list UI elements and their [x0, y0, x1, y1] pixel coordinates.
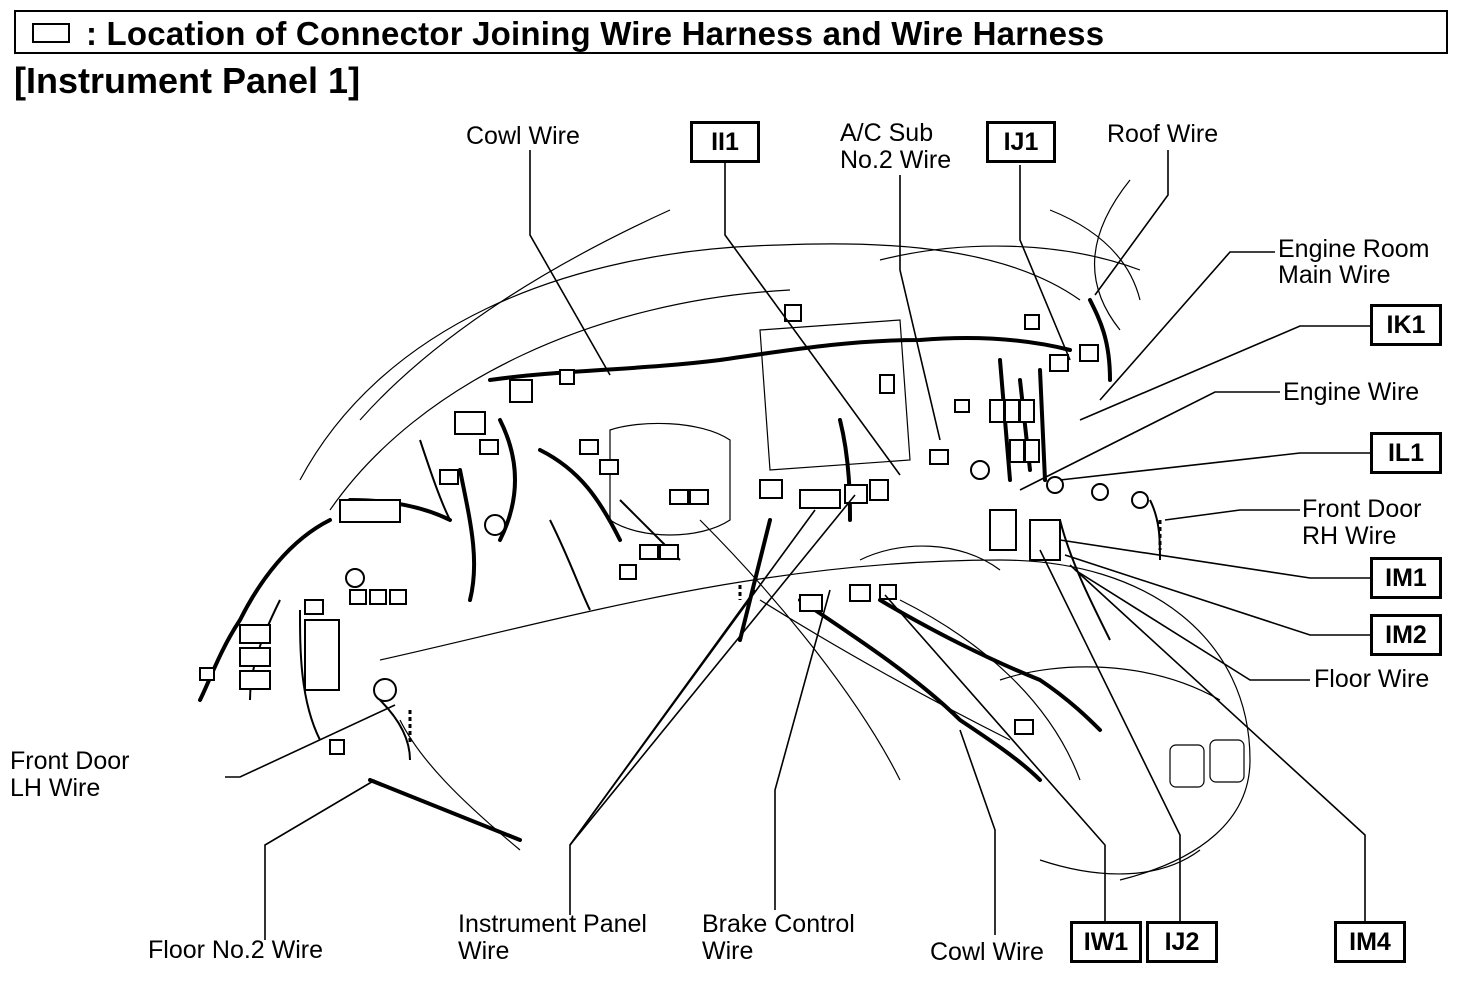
label-engine-room-line1: Engine Room: [1278, 235, 1430, 263]
label-floor-no2-wire: Floor No.2 Wire: [148, 936, 324, 964]
wire-harness-bundles: [198, 298, 1112, 842]
label-engine-room-line2: Main Wire: [1278, 261, 1391, 289]
code-im1: IM1: [1370, 557, 1442, 599]
title-box: : Location of Connector Joining Wire Har…: [14, 10, 1448, 54]
label-front-door-rh-line1: Front Door: [1302, 495, 1422, 523]
label-engine-wire: Engine Wire: [1283, 378, 1420, 406]
label-cowl-wire-bottom: Cowl Wire: [930, 938, 1044, 966]
label-ac-sub-line1: A/C Sub: [840, 119, 934, 147]
page-subtitle: [Instrument Panel 1]: [14, 60, 361, 101]
label-floor-wire: Floor Wire: [1314, 665, 1430, 693]
label-brake-control-line1: Brake Control: [702, 910, 855, 938]
code-il1: IL1: [1370, 432, 1442, 474]
wire-ends: [408, 520, 1162, 745]
label-roof-wire: Roof Wire: [1107, 120, 1219, 148]
label-cowl-wire-top: Cowl Wire: [466, 122, 580, 150]
connector-symbol-icon: [32, 23, 70, 43]
grommets: [345, 460, 1149, 702]
code-ij1: IJ1: [986, 121, 1056, 163]
label-instrument-panel-line2: Wire: [458, 937, 510, 965]
dashboard-outline: [299, 179, 1251, 881]
connector-blocks: [199, 304, 1099, 755]
leader-lines: [225, 150, 1370, 940]
code-ik1: IK1: [1370, 304, 1442, 346]
label-brake-control-line2: Wire: [702, 937, 754, 965]
label-instrument-panel-line1: Instrument Panel: [458, 910, 647, 938]
label-front-door-lh-line1: Front Door: [10, 747, 130, 775]
page-title: : Location of Connector Joining Wire Har…: [86, 15, 1105, 52]
code-im2: IM2: [1370, 614, 1442, 656]
label-ac-sub-line2: No.2 Wire: [840, 146, 952, 174]
code-ii1: II1: [690, 121, 760, 163]
code-ij2: IJ2: [1146, 921, 1218, 963]
code-iw1: IW1: [1070, 921, 1142, 963]
label-front-door-lh-line2: LH Wire: [10, 774, 101, 802]
code-im4: IM4: [1334, 921, 1406, 963]
label-front-door-rh-line2: RH Wire: [1302, 522, 1397, 550]
